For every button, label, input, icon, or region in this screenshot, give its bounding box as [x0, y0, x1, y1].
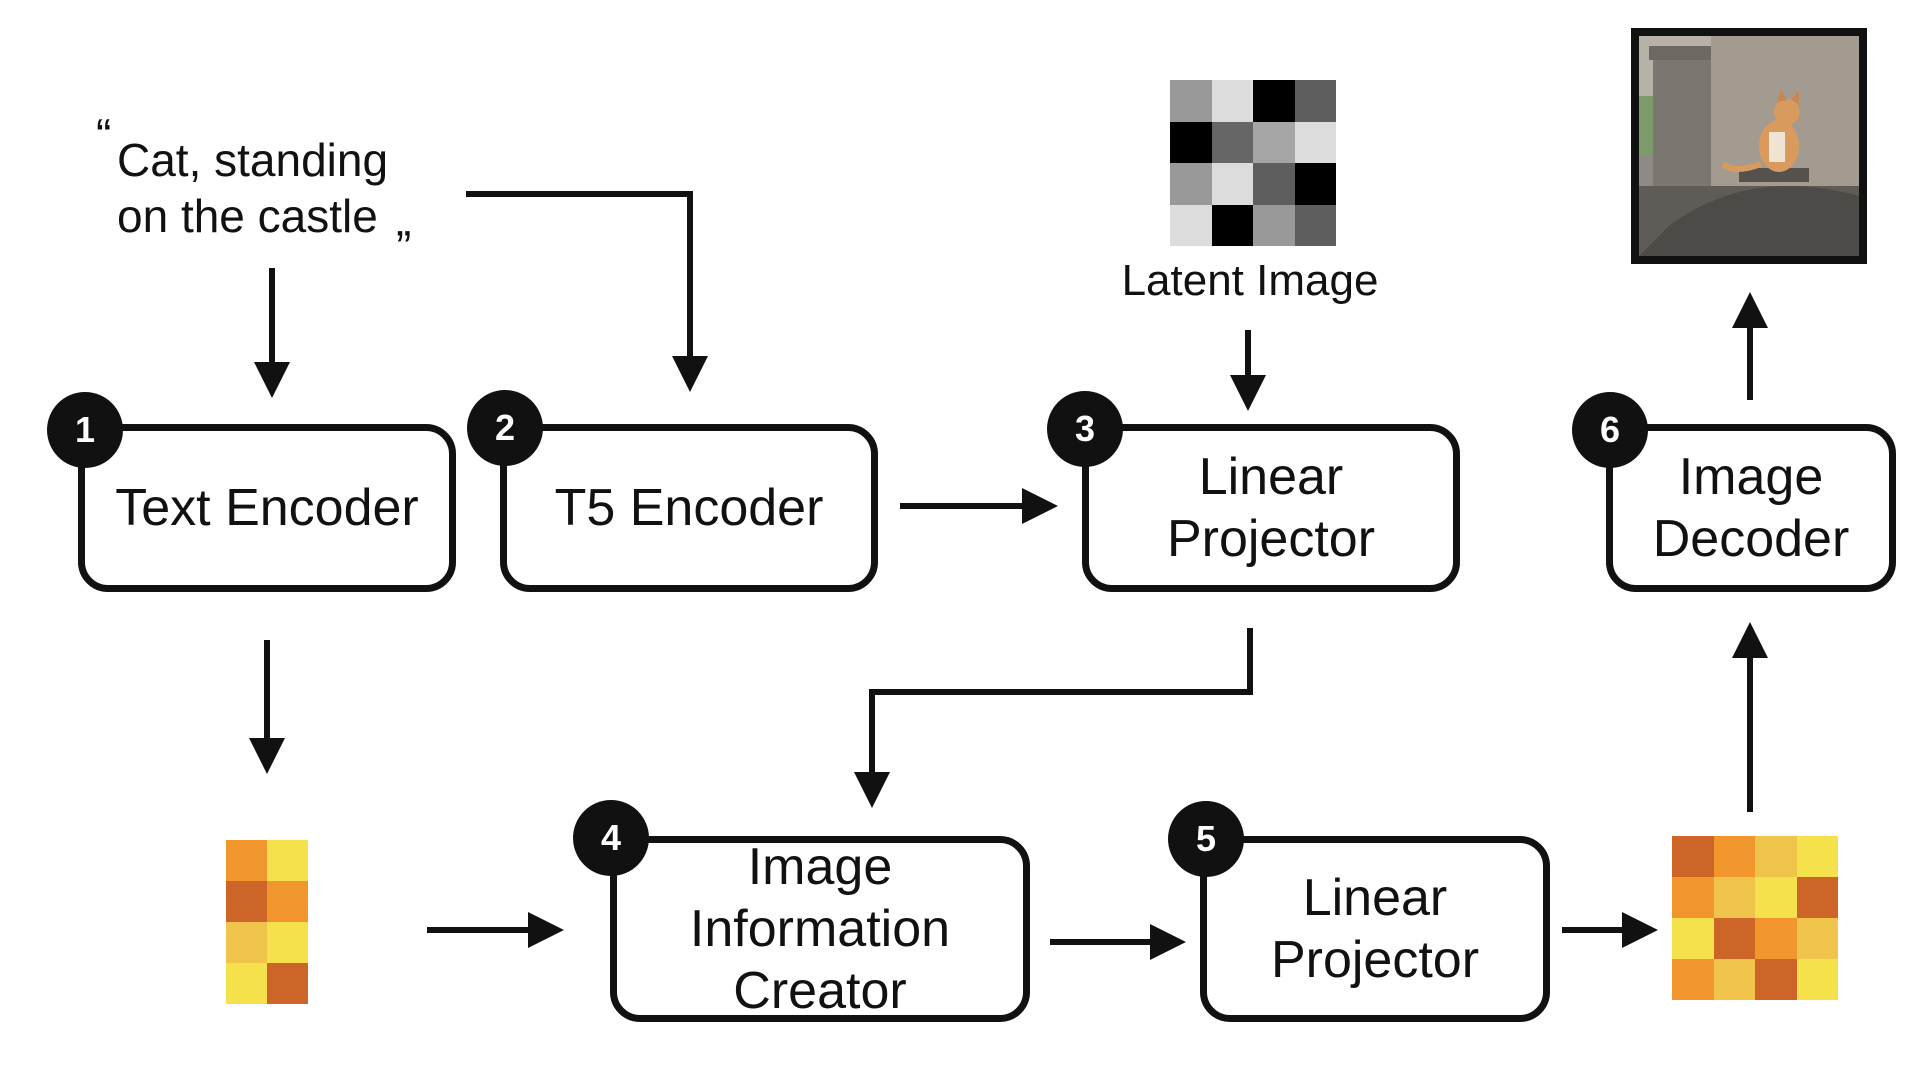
embedding-cell	[267, 840, 308, 881]
output-latent-cell	[1713, 877, 1755, 918]
node-label: Text Encoder	[115, 479, 419, 537]
output-latent-cell	[1755, 836, 1797, 877]
prompt-line-1: Cat, standing	[117, 134, 389, 186]
step-badge-5: 5	[1168, 801, 1244, 877]
node-text-encoder: Text Encoder	[78, 424, 456, 592]
latent-cell	[1170, 204, 1212, 246]
latent-cell	[1253, 80, 1295, 122]
output-latent-cell	[1713, 918, 1755, 959]
output-latent-cell	[1796, 877, 1838, 918]
latent-cell	[1294, 204, 1336, 246]
latent-cell	[1294, 80, 1336, 122]
node-label: Image Decoder	[1652, 448, 1850, 568]
output-latent-cell	[1672, 836, 1714, 877]
node-t5-encoder: T5 Encoder	[500, 424, 878, 592]
latent-cell	[1170, 80, 1212, 122]
embedding-cell	[267, 963, 308, 1004]
step-badge-3: 3	[1047, 391, 1123, 467]
step-badge-4: 4	[573, 800, 649, 876]
output-image	[1631, 28, 1867, 264]
embedding-cell	[226, 881, 267, 922]
output-latent-cell	[1796, 836, 1838, 877]
output-latent-cell	[1672, 877, 1714, 918]
output-latent-cell	[1713, 836, 1755, 877]
arrow-prompt-to-t5-encoder	[466, 191, 708, 392]
prompt-text: Cat, standing on the castle	[117, 132, 388, 244]
latent-image-label: Latent Image	[1121, 256, 1379, 305]
output-latent-cell	[1755, 959, 1797, 1000]
output-latent-grid	[1672, 836, 1838, 1000]
latent-image-grid	[1170, 80, 1336, 246]
node-linear-projector-3: Linear Projector	[1082, 424, 1460, 592]
latent-cell	[1253, 121, 1295, 163]
text-embedding-grid	[226, 840, 308, 1004]
output-latent-cell	[1796, 918, 1838, 959]
latent-cell	[1170, 121, 1212, 163]
step-badge-1: 1	[47, 392, 123, 468]
step-badge-6: 6	[1572, 392, 1648, 468]
node-image-decoder: Image Decoder	[1606, 424, 1896, 592]
latent-cell	[1253, 204, 1295, 246]
step-badge-2: 2	[467, 390, 543, 466]
node-image-information-creator: Image Information Creator	[610, 836, 1030, 1022]
embedding-cell	[226, 840, 267, 881]
latent-cell	[1294, 121, 1336, 163]
latent-cell	[1253, 163, 1295, 205]
node-label: Linear Projector	[1166, 448, 1376, 568]
open-quote: “	[96, 109, 112, 161]
latent-cell	[1170, 163, 1212, 205]
arrow-linear-projector-3-to-image-information-creator	[854, 628, 1253, 808]
embedding-cell	[226, 922, 267, 963]
output-latent-cell	[1713, 959, 1755, 1000]
node-label: Linear Projector	[1270, 869, 1480, 989]
output-latent-cell	[1755, 918, 1797, 959]
cat-on-castle-photo-icon	[1639, 36, 1859, 256]
output-latent-cell	[1672, 918, 1714, 959]
output-latent-cell	[1672, 959, 1714, 1000]
output-latent-cell	[1755, 877, 1797, 918]
latent-cell	[1294, 163, 1336, 205]
latent-cell	[1211, 163, 1253, 205]
embedding-cell	[267, 881, 308, 922]
latent-cell	[1211, 121, 1253, 163]
embedding-cell	[267, 922, 308, 963]
latent-cell	[1211, 80, 1253, 122]
close-quote: ”	[396, 221, 412, 273]
node-label: T5 Encoder	[554, 479, 824, 537]
output-latent-cell	[1796, 959, 1838, 1000]
node-label: Image Information Creator	[689, 838, 951, 1020]
node-linear-projector-5: Linear Projector	[1200, 836, 1550, 1022]
latent-cell	[1211, 204, 1253, 246]
embedding-cell	[226, 963, 267, 1004]
prompt-line-2: on the castle	[117, 190, 378, 242]
